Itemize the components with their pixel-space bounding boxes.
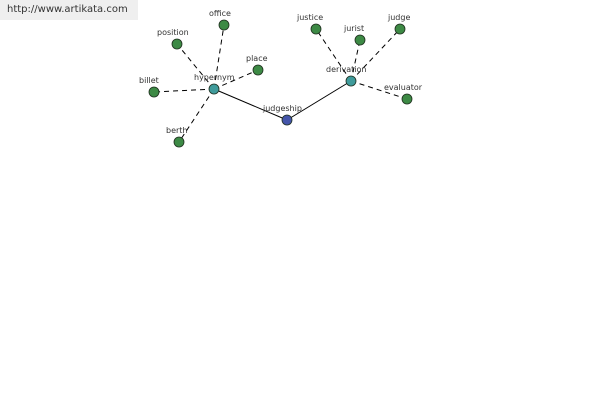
node-jurist[interactable] bbox=[354, 34, 366, 46]
node-derivation[interactable] bbox=[345, 75, 357, 87]
node-berth[interactable] bbox=[173, 136, 185, 148]
graph-edges bbox=[153, 24, 408, 143]
label-jurist: jurist bbox=[343, 24, 364, 33]
edge-hypernym-billet bbox=[153, 88, 215, 93]
label-berth: berth bbox=[166, 126, 188, 135]
label-billet: billet bbox=[139, 76, 159, 85]
edge-derivation-judge bbox=[350, 28, 401, 82]
edge-derivation-evaluator bbox=[350, 80, 408, 100]
edge-judgeship-derivation bbox=[286, 80, 352, 121]
edge-derivation-jurist bbox=[350, 39, 361, 82]
label-position: position bbox=[157, 28, 189, 37]
label-derivation: derivation bbox=[326, 65, 366, 74]
node-justice[interactable] bbox=[310, 23, 322, 35]
label-hypernym: hypernym bbox=[194, 73, 235, 82]
edge-hypernym-position bbox=[176, 43, 215, 90]
edge-hypernym-berth bbox=[178, 88, 215, 143]
node-judgeship[interactable] bbox=[281, 114, 293, 126]
node-position[interactable] bbox=[171, 38, 183, 50]
node-judge[interactable] bbox=[394, 23, 406, 35]
edge-judgeship-hypernym bbox=[213, 88, 288, 121]
node-place[interactable] bbox=[252, 64, 264, 76]
node-hypernym[interactable] bbox=[208, 83, 220, 95]
label-place: place bbox=[246, 54, 268, 63]
node-billet[interactable] bbox=[148, 86, 160, 98]
label-judge: judge bbox=[387, 13, 410, 22]
node-evaluator[interactable] bbox=[401, 93, 413, 105]
label-judgeship: judgeship bbox=[262, 104, 302, 113]
label-justice: justice bbox=[296, 13, 323, 22]
edge-hypernym-place bbox=[213, 69, 259, 90]
label-evaluator: evaluator bbox=[384, 83, 423, 92]
graph-labels: judgeship hypernym derivation position offic… bbox=[139, 9, 423, 135]
graph-nodes bbox=[148, 19, 413, 148]
artikata-url-link[interactable]: http://www.artikata.com bbox=[0, 0, 138, 20]
edge-derivation-justice bbox=[315, 28, 352, 82]
edge-hypernym-office bbox=[213, 24, 225, 90]
label-office: office bbox=[209, 9, 231, 18]
node-office[interactable] bbox=[218, 19, 230, 31]
